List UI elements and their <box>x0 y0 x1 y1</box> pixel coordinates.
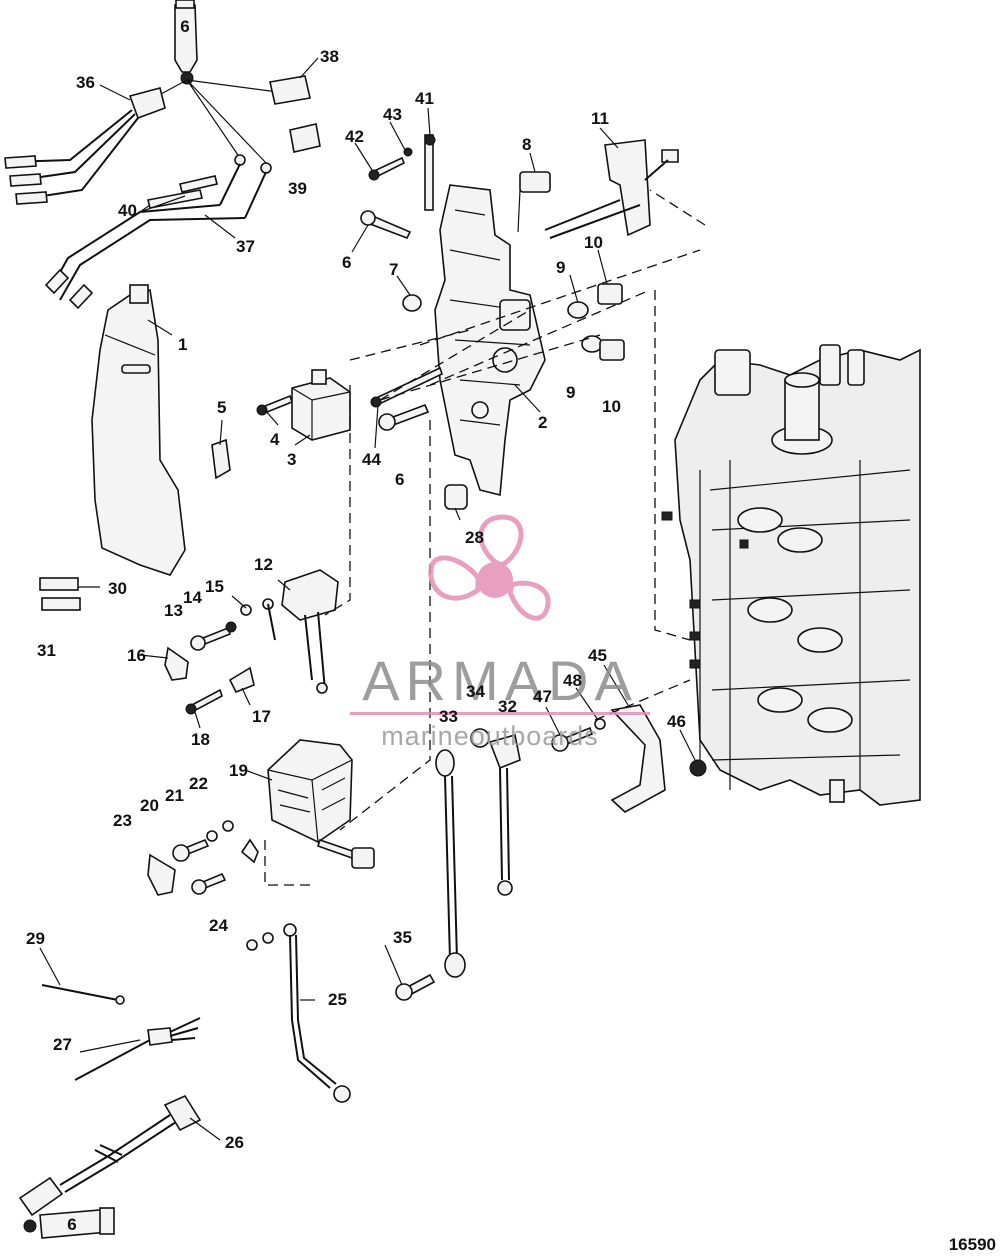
callout-16: 16 <box>127 646 146 665</box>
callout-10b: 10 <box>602 397 621 416</box>
part-28-grommet <box>444 484 468 510</box>
label-30 <box>39 577 79 591</box>
callout-13: 13 <box>164 601 183 620</box>
callout-22: 22 <box>189 774 208 793</box>
callout-9a: 9 <box>556 258 565 277</box>
callout-6a: 6 <box>342 253 351 272</box>
part-1-cover <box>91 284 186 576</box>
callout-23: 23 <box>113 811 132 830</box>
part-3-module <box>291 369 351 441</box>
callout-18: 18 <box>191 730 210 749</box>
assembly-lines <box>264 189 706 886</box>
callout-48: 48 <box>563 671 582 690</box>
callout-11: 11 <box>591 109 609 128</box>
callout-47: 47 <box>533 687 552 706</box>
sealant-tube-bottom-label: 6 <box>67 1215 76 1234</box>
callout-15: 15 <box>205 577 224 596</box>
engine-block <box>661 344 921 806</box>
part-8-clip <box>519 171 551 193</box>
callout-19: 19 <box>229 761 248 780</box>
sealant-tube-top: 6 <box>174 0 198 85</box>
callout-17: 17 <box>252 707 271 726</box>
watermark-brand: ARMADA <box>362 649 638 712</box>
callout-29: 29 <box>26 929 45 948</box>
armada-logo-watermark: ARMADA marineoutboards <box>350 514 650 751</box>
callout-8: 8 <box>522 135 531 154</box>
callout-4: 4 <box>270 430 280 449</box>
sealant-tube-top-label: 6 <box>180 17 189 36</box>
callout-37: 37 <box>236 237 255 256</box>
callout-7: 7 <box>389 260 398 279</box>
callout-43: 43 <box>383 105 402 124</box>
callout-39: 39 <box>288 179 307 198</box>
bushings <box>567 283 625 361</box>
callout-21: 21 <box>165 786 184 805</box>
callout-12: 12 <box>254 555 273 574</box>
wire-harness-top-left <box>4 75 321 310</box>
cables-26-29 <box>18 984 202 1217</box>
callout-leaders <box>39 57 696 1141</box>
callout-32: 32 <box>498 697 517 716</box>
diagram-id: 16590 <box>949 1235 996 1254</box>
part-11-bracket <box>544 139 679 239</box>
callout-27: 27 <box>53 1035 72 1054</box>
watermark-tagline: marineoutboards <box>381 721 599 751</box>
callout-38: 38 <box>320 47 339 66</box>
callout-24: 24 <box>209 916 228 935</box>
callout-2: 2 <box>538 413 547 432</box>
part-12-solenoid <box>262 569 339 694</box>
callout-6b: 6 <box>395 470 404 489</box>
label-31 <box>41 597 81 611</box>
callout-1: 1 <box>178 335 187 354</box>
callout-34: 34 <box>466 682 485 701</box>
callout-45: 45 <box>588 646 607 665</box>
callout-35: 35 <box>393 928 412 947</box>
callout-40: 40 <box>118 201 137 220</box>
callout-41: 41 <box>415 89 434 108</box>
bracket-45-48 <box>551 704 707 813</box>
callout-25: 25 <box>328 990 347 1009</box>
part-5-clip <box>211 438 231 480</box>
callout-10a: 10 <box>584 233 603 252</box>
part-25-ground-strap <box>246 923 351 1103</box>
callout-5: 5 <box>217 398 226 417</box>
callout-20: 20 <box>140 796 159 815</box>
callout-26: 26 <box>225 1133 244 1152</box>
callout-28: 28 <box>465 528 484 547</box>
callout-33: 33 <box>439 707 458 726</box>
callout-31: 31 <box>37 641 56 660</box>
part-19-rectifier <box>147 739 375 896</box>
sealant-tube-bottom: 6 <box>23 1207 115 1239</box>
ignition-bracket <box>434 184 546 497</box>
callout-42: 42 <box>345 127 364 146</box>
callout-46: 46 <box>667 712 686 731</box>
callout-44: 44 <box>362 450 381 469</box>
callout-9b: 9 <box>566 383 575 402</box>
hardware-13-18 <box>164 604 255 715</box>
propeller-icon <box>428 514 551 621</box>
callout-30: 30 <box>108 579 127 598</box>
part-7-grommet <box>402 294 422 312</box>
callout-numbers: 1 2 3 4 5 6 6 7 8 9 9 10 10 11 12 13 14 … <box>26 47 686 1152</box>
callout-14: 14 <box>183 588 202 607</box>
callout-3: 3 <box>287 450 296 469</box>
callout-36: 36 <box>76 73 95 92</box>
battery-cables-32-35 <box>395 728 521 1001</box>
